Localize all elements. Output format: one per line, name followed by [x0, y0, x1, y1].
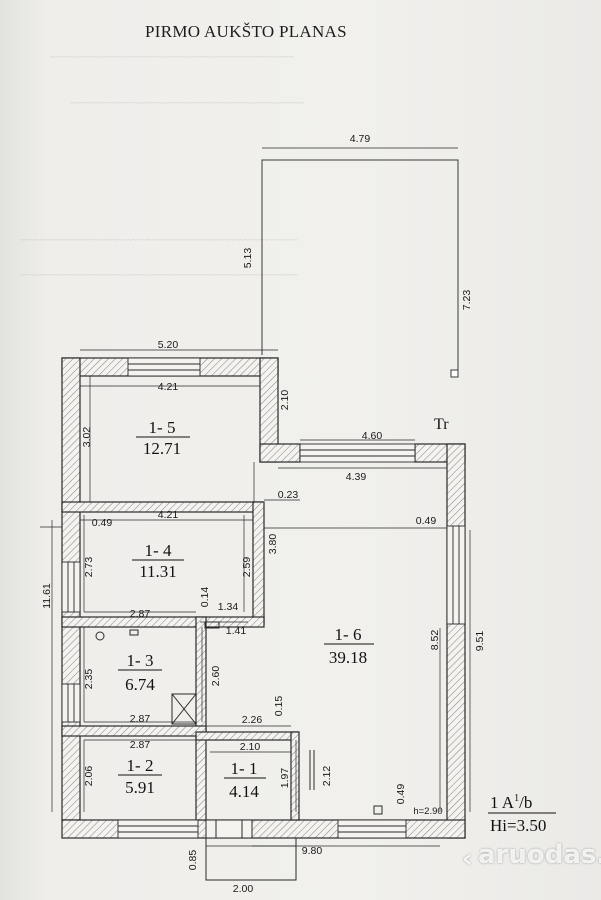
dim-0-49-right: 0.49 [416, 515, 437, 527]
dim-11-61: 11.61 [41, 583, 53, 609]
dim-4-39: 4.39 [346, 471, 367, 483]
stove-fixture [171, 693, 197, 725]
room-1-1: 1- 1 4.14 [224, 759, 266, 801]
bleed-through-text: ~~~~~~~~~~~~~~~~~~~~~~~~~~~~~~~~~~~~~~~~… [20, 235, 298, 245]
scale-class: 1 A1/b [490, 793, 532, 812]
terrace-outline [261, 159, 459, 378]
dim-4-21-mid: 4.21 [158, 509, 179, 521]
terrace-label: Tr [434, 416, 449, 433]
dim-2-87-a: 2.87 [130, 608, 151, 620]
dim-1-97: 1.97 [279, 768, 291, 789]
room-area: 11.31 [139, 562, 177, 581]
bleed-through-text: ~~~~~~~~~~~~~~~~~~~~~~~~~~~~~~~~~~~~~~~~… [70, 98, 304, 108]
room-labels: 1- 5 12.71 1- 4 11.31 1- 3 6.74 1- 2 5.9… [118, 418, 374, 801]
room-area: 5.91 [125, 778, 155, 797]
dimension-labels: 4.79 5.13 7.23 5.20 4.21 2.10 3.02 4.60 … [41, 133, 486, 895]
bleed-through-text: ~~~~~~~~~~~~~~~~~~~~~~~~~~~~~~~~~~~~~~~~… [20, 270, 298, 280]
dim-2-12: 2.12 [321, 766, 333, 787]
dim-2-59: 2.59 [241, 557, 253, 578]
room-1-5: 1- 5 12.71 [136, 418, 190, 458]
dim-1-34: 1.34 [218, 601, 239, 613]
dim-0-14: 0.14 [199, 587, 211, 608]
room-1-3: 1- 3 6.74 [118, 651, 162, 694]
dim-2-26: 2.26 [242, 714, 263, 726]
dim-0-49-left: 0.49 [92, 517, 113, 529]
dim-8-52: 8.52 [429, 630, 441, 651]
dim-0-49-bottom: 0.49 [395, 784, 407, 805]
toilet-icon [95, 631, 105, 641]
dim-4-79: 4.79 [350, 133, 371, 145]
dim-2-10-bottom: 2.10 [240, 741, 261, 753]
room-id: 1- 2 [127, 756, 154, 775]
room-id: 1- 5 [149, 418, 176, 437]
dim-0-85: 0.85 [187, 850, 199, 871]
dim-ceiling-height: h=2.90 [413, 806, 442, 817]
dim-9-51: 9.51 [474, 631, 486, 652]
room-id: 1- 3 [127, 651, 154, 670]
room-id: 1- 1 [231, 759, 258, 778]
room-area: 6.74 [125, 675, 155, 694]
room-area: 39.18 [329, 648, 367, 667]
room-area: 12.71 [143, 439, 181, 458]
fixtures [95, 621, 383, 815]
walls [61, 357, 466, 839]
dim-5-13: 5.13 [242, 248, 254, 269]
scale-height: Hi=3.50 [490, 816, 546, 835]
room-id: 1- 6 [335, 625, 362, 644]
dim-5-20: 5.20 [158, 339, 179, 351]
dim-3-02: 3.02 [81, 427, 93, 448]
dim-2-73: 2.73 [83, 557, 95, 578]
room-1-6: 1- 6 39.18 [324, 625, 374, 667]
dim-2-87-b: 2.87 [130, 713, 151, 725]
dim-1-41: 1.41 [226, 625, 247, 637]
dim-7-23: 7.23 [461, 290, 473, 311]
scale-notation: 1 A1/b Hi=3.50 [488, 793, 556, 835]
watermark-logo-icon: ‹ [462, 844, 473, 874]
dim-2-35: 2.35 [83, 669, 95, 690]
dim-2-10-top: 2.10 [279, 390, 291, 411]
meter-box [373, 805, 383, 815]
sink-icon [129, 629, 139, 636]
room-1-4: 1- 4 11.31 [132, 541, 184, 581]
dim-9-80: 9.80 [302, 845, 323, 857]
dim-0-23: 0.23 [278, 489, 299, 501]
dim-2-60: 2.60 [210, 666, 222, 687]
bleed-through-text: ~~~~~~~~~~~~~~~~~~~~~~~~~~~~~~~~~~~~~~~~… [50, 52, 294, 62]
dimension-lines [40, 147, 471, 881]
watermark: ‹ aruodas.lt [462, 840, 601, 874]
dim-4-21-top: 4.21 [158, 381, 179, 393]
windows [61, 357, 466, 839]
dim-2-87-c: 2.87 [130, 739, 151, 751]
dim-4-60: 4.60 [362, 430, 383, 442]
plan-title: PIRMO AUKŠTO PLANAS [145, 22, 347, 41]
dim-0-15: 0.15 [273, 696, 285, 717]
room-area: 4.14 [229, 782, 259, 801]
dim-2-06: 2.06 [83, 766, 95, 787]
dim-2-00: 2.00 [233, 883, 254, 895]
room-1-2: 1- 2 5.91 [118, 756, 162, 797]
room-id: 1- 4 [145, 541, 172, 560]
dim-3-80: 3.80 [267, 534, 279, 555]
